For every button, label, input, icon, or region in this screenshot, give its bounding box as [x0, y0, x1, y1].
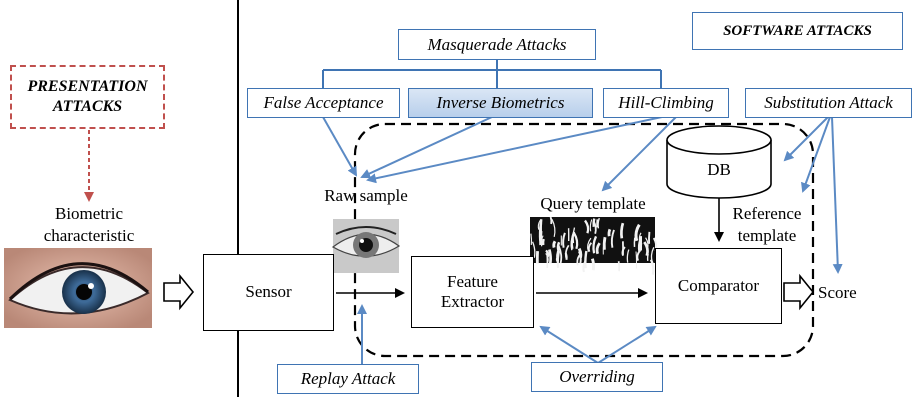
template-texture-stroke — [634, 223, 641, 242]
template-texture-stroke — [626, 249, 630, 263]
raw-sample-image — [331, 219, 401, 273]
template-texture-stroke — [530, 233, 533, 245]
biometric-line2: characteristic — [43, 226, 135, 246]
substitution-arrow-score — [831, 116, 843, 274]
system-boundary — [353, 122, 815, 358]
template-texture-stroke — [578, 251, 582, 264]
template-texture-stroke — [557, 245, 563, 264]
db-cylinder — [666, 125, 772, 199]
template-texture-stroke — [649, 259, 655, 275]
template-texture-stroke — [546, 250, 549, 268]
template-texture-stroke — [564, 244, 570, 260]
comparator-box: Comparator — [655, 248, 782, 324]
false-acceptance-arrow — [322, 116, 357, 177]
template-texture-stroke — [591, 258, 596, 271]
false-acceptance-box: False Acceptance — [247, 88, 400, 118]
substitution-arrow-ref — [801, 116, 831, 193]
template-texture-stroke — [551, 219, 556, 238]
overriding-arrow-right — [597, 325, 657, 364]
biometric-line1: Biometric — [55, 204, 123, 223]
template-texture-stroke — [602, 236, 607, 250]
input-block-arrow — [163, 273, 195, 311]
template-texture-stroke — [562, 232, 566, 248]
hill-climbing-arrow-raw — [366, 116, 663, 184]
template-texture-stroke — [584, 250, 588, 269]
overriding-arrow-left — [539, 325, 599, 364]
software-attacks-box: SOFTWARE ATTACKS — [692, 12, 903, 50]
masquerade-attacks-box: Masquerade Attacks — [398, 29, 596, 60]
template-texture-stroke — [570, 231, 576, 250]
reference-line2: template — [737, 226, 797, 246]
template-texture-stroke — [592, 235, 598, 254]
comparator-label: Comparator — [677, 275, 760, 295]
template-texture-stroke — [541, 238, 545, 246]
template-texture-stroke — [587, 242, 593, 253]
raw-sample-label: Raw sample — [324, 186, 408, 205]
template-texture-stroke — [547, 249, 552, 264]
feature-line2: Extractor — [440, 292, 505, 311]
presentation-attacks-box: PRESENTATION ATTACKS — [10, 65, 165, 129]
template-texture-stroke — [607, 228, 612, 237]
feature-extractor-box: Feature Extractor — [411, 256, 534, 328]
hill-climbing-arrow-query — [601, 116, 677, 192]
inverse-biometrics-arrow — [360, 116, 493, 179]
template-texture-stroke — [650, 247, 655, 262]
eye-image — [4, 248, 152, 328]
replay-attack-box: Replay Attack — [277, 364, 419, 394]
biometric-characteristic-label: Biometric characteristic — [6, 203, 172, 247]
template-texture-stroke — [549, 216, 553, 225]
template-texture-stroke — [586, 237, 592, 252]
template-texture-stroke — [537, 219, 541, 230]
template-texture-stroke — [589, 219, 593, 232]
template-texture-stroke — [595, 242, 601, 255]
query-template-image — [530, 216, 658, 275]
db-label: DB — [707, 160, 731, 179]
template-texture-stroke — [531, 241, 536, 258]
inverse-biometrics-box: Inverse Biometrics — [408, 88, 593, 118]
reference-line1: Reference — [732, 204, 802, 223]
score-label: Score — [818, 283, 857, 302]
substitution-arrow-db — [783, 116, 829, 162]
query-template-label: Query template — [540, 194, 646, 213]
presentation-attacks-line2: ATTACKS — [52, 98, 123, 115]
template-texture-stroke — [573, 232, 579, 250]
template-texture-stroke — [584, 219, 590, 234]
template-texture-stroke — [620, 222, 625, 239]
overriding-box: Overriding — [531, 362, 663, 392]
template-texture-stroke — [645, 237, 649, 250]
presentation-attacks-line1: PRESENTATION — [27, 78, 148, 95]
template-texture-stroke — [610, 229, 615, 248]
template-texture-stroke — [646, 253, 649, 261]
reference-template-label: Reference template — [714, 203, 820, 247]
substitution-attack-box: Substitution Attack — [745, 88, 912, 118]
template-texture-stroke — [592, 218, 596, 227]
masquerade-bracket — [322, 59, 662, 88]
output-block-arrow — [783, 273, 815, 311]
template-texture-stroke — [576, 254, 581, 266]
template-texture-stroke — [552, 240, 557, 249]
hill-climbing-box: Hill-Climbing — [603, 88, 729, 118]
template-texture-stroke — [556, 241, 561, 251]
template-texture-stroke — [638, 232, 642, 242]
feature-line1: Feature — [447, 271, 498, 291]
template-texture-stroke — [617, 261, 621, 272]
sensor-label: Sensor — [245, 282, 292, 302]
sensor-box: Sensor — [203, 254, 334, 331]
template-texture-stroke — [638, 242, 643, 252]
template-texture-stroke — [556, 250, 561, 269]
